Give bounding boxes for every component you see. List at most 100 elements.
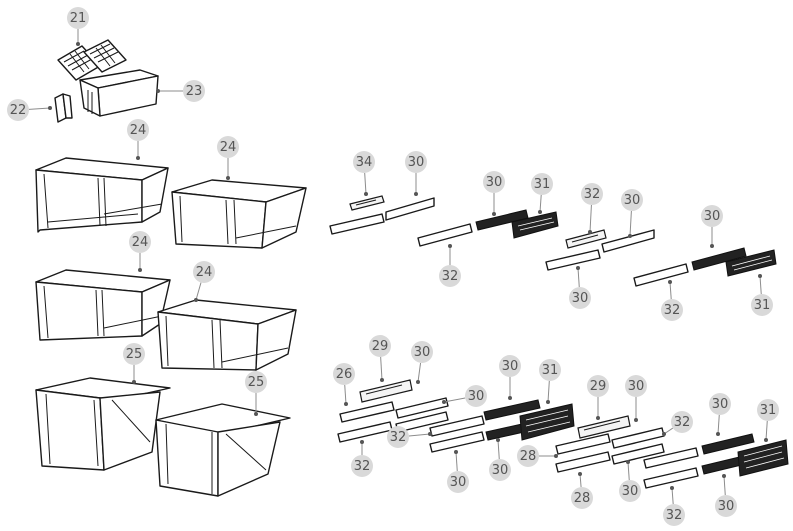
drawer-bin-4 [157, 299, 297, 371]
callout-leader-line [589, 204, 592, 233]
callout-circle [757, 399, 779, 421]
rail-set-lower-right [555, 415, 789, 489]
callout-anchor-dot [546, 400, 550, 404]
callout-leader-line [195, 282, 202, 301]
callout-circle [405, 151, 427, 173]
callout-anchor-dot [634, 418, 638, 422]
callout-label: 28 [574, 491, 591, 506]
callout-label: 30 [468, 389, 485, 404]
callout-leader-line [577, 267, 580, 288]
callout-anchor-dot [596, 416, 600, 420]
callout-anchor-dot [716, 432, 720, 436]
callout-30: 30 [569, 266, 591, 309]
callout-30: 30 [442, 385, 487, 407]
callout-anchor-dot [758, 274, 762, 278]
callout-label: 32 [666, 508, 683, 523]
callout-30: 30 [411, 341, 433, 384]
callout-leader-line [28, 107, 51, 110]
callout-32: 32 [661, 280, 683, 321]
ice-tray-assembly [54, 39, 159, 123]
callout-label: 30 [408, 155, 425, 170]
callout-leader-line [629, 210, 632, 237]
callout-anchor-dot [508, 396, 512, 400]
callout-circle [369, 335, 391, 357]
callout-label: 31 [534, 177, 551, 192]
callout-circle [621, 189, 643, 211]
callout-circle [587, 375, 609, 397]
callout-label: 30 [624, 193, 641, 208]
callout-24: 24 [193, 261, 215, 302]
callout-label: 31 [542, 363, 559, 378]
callout-anchor-dot [588, 230, 592, 234]
callout-label: 31 [754, 298, 771, 313]
callout-anchor-dot [428, 432, 432, 436]
rail-set-lower-left [337, 379, 575, 453]
callout-30: 30 [489, 438, 511, 481]
callout-circle [715, 495, 737, 517]
callout-label: 26 [336, 367, 353, 382]
callout-anchor-dot [554, 454, 558, 458]
callout-anchor-dot [138, 268, 142, 272]
callout-label: 31 [760, 403, 777, 418]
rail-set-upper-right [545, 229, 777, 287]
callout-30: 30 [405, 151, 427, 196]
callout-anchor-dot [448, 244, 452, 248]
callout-label: 30 [486, 175, 503, 190]
callout-anchor-dot [442, 400, 446, 404]
callout-label: 30 [450, 475, 467, 490]
callout-26: 26 [333, 363, 355, 406]
callout-circle [489, 459, 511, 481]
callout-label: 30 [712, 397, 729, 412]
callout-circle [571, 487, 593, 509]
callout-circle [709, 393, 731, 415]
callout-31: 31 [751, 274, 773, 316]
callout-leader-line [443, 397, 466, 403]
callout-30: 30 [701, 205, 723, 248]
callout-anchor-dot [360, 440, 364, 444]
callout-label: 30 [492, 463, 509, 478]
callout-label: 25 [248, 375, 265, 390]
callout-circle [619, 480, 641, 502]
callout-leader-line [759, 275, 762, 295]
callout-label: 30 [622, 484, 639, 499]
callout-leader-line [765, 420, 768, 441]
callout-leader-line [539, 194, 542, 213]
rail-set-upper-left [329, 195, 435, 235]
callout-leader-line [671, 487, 674, 505]
callout-leader-line [455, 451, 458, 472]
callout-30: 30 [499, 355, 521, 400]
callout-label: 23 [186, 84, 203, 99]
callout-29: 29 [587, 375, 609, 420]
callout-circle [387, 426, 409, 448]
callout-anchor-dot [626, 460, 630, 464]
callout-anchor-dot [538, 210, 542, 214]
drawer-bin-1 [35, 157, 169, 233]
callout-circle [465, 385, 487, 407]
callout-label: 25 [126, 347, 143, 362]
callout-leader-line [547, 380, 550, 403]
callout-32: 32 [439, 244, 461, 287]
callout-30: 30 [447, 450, 469, 493]
callout-anchor-dot [364, 192, 368, 196]
callout-anchor-dot [136, 156, 140, 160]
callout-anchor-dot [578, 472, 582, 476]
callout-34: 34 [353, 151, 375, 196]
callout-circle [353, 151, 375, 173]
callout-anchor-dot [492, 212, 496, 216]
crisper-drawer-1 [35, 377, 171, 471]
callout-label: 29 [372, 339, 389, 354]
callout-anchor-dot [710, 244, 714, 248]
callout-anchor-dot [226, 176, 230, 180]
callout-24: 24 [217, 136, 239, 180]
callout-anchor-dot [156, 89, 160, 93]
callout-circle [217, 136, 239, 158]
callout-label: 21 [70, 11, 87, 26]
callout-32: 32 [387, 426, 432, 448]
callout-29: 29 [369, 335, 391, 382]
callout-32: 32 [351, 440, 373, 477]
ice-bin [79, 69, 159, 117]
callout-anchor-dot [132, 380, 136, 384]
callout-21: 21 [67, 7, 89, 46]
